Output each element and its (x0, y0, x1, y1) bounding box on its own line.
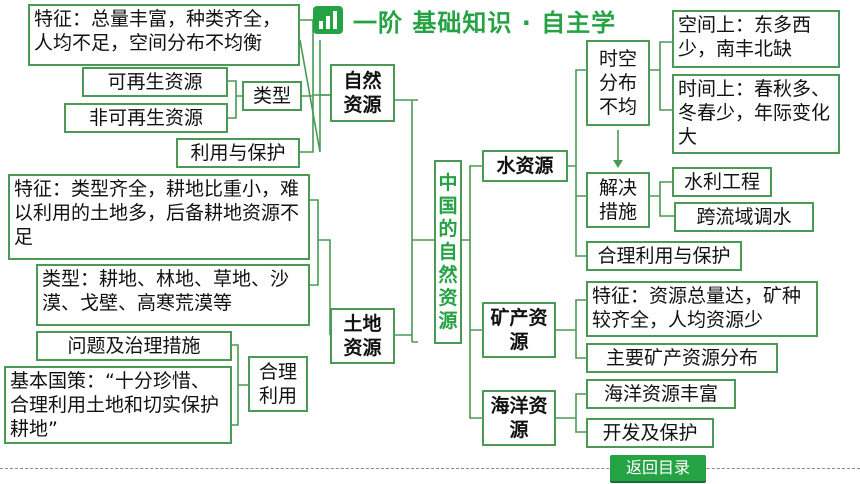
ocean-develop: 开发及保护 (586, 418, 714, 448)
mineral-distribution: 主要矿产资源分布 (586, 343, 778, 373)
wire-root-bracket (411, 99, 418, 343)
water-rational-box: 合理利用与保护 (586, 241, 742, 271)
transfer-box: 跨流域调水 (674, 202, 814, 232)
wire-solution (650, 181, 674, 217)
wire-water (568, 69, 586, 257)
land-node: 土地资源 (330, 308, 395, 364)
wire-natural (300, 19, 412, 153)
wire-type (228, 80, 313, 119)
center-char: 资 (438, 286, 458, 309)
land-policy: 基本国策：“十分珍惜、合理利用土地和切实保护耕地” (4, 366, 232, 444)
mineral-feature: 特征：资源总量达，矿种较齐全，人均资源少 (586, 281, 818, 337)
wire-land-rational (232, 344, 248, 426)
land-problems: 问题及治理措施 (36, 331, 232, 361)
water-node: 水资源 (482, 150, 568, 182)
center-char: 自 (438, 240, 458, 263)
space-box: 空间上：东多西少，南丰北缺 (672, 10, 840, 68)
nonrenewable-box: 非可再生资源 (64, 103, 228, 133)
center-char: 国 (438, 194, 458, 217)
use-protect-box: 利用与保护 (176, 138, 300, 168)
center-node: 中 国 的 自 然 资 源 (434, 160, 462, 344)
wire-mineral (556, 299, 586, 359)
ocean-rich: 海洋资源丰富 (586, 379, 736, 409)
ocean-node: 海洋资源 (482, 390, 556, 446)
rational-use-box: 合理利用 (248, 356, 308, 412)
center-char: 然 (438, 263, 458, 286)
natural-node: 自然资源 (330, 64, 395, 122)
natural-feature: 特征：总量丰富，种类齐全，人均不足，空间分布不均衡 (28, 4, 300, 66)
header: 一阶 基础知识 · 自主学 (313, 4, 617, 37)
center-char: 中 (438, 171, 458, 194)
footer-divider (0, 468, 860, 469)
renewable-box: 可再生资源 (82, 67, 228, 97)
solution-box: 解决措施 (586, 172, 650, 228)
header-title: 一阶 基础知识 · 自主学 (353, 8, 617, 37)
center-char: 源 (438, 309, 458, 332)
project-box: 水利工程 (672, 167, 772, 197)
back-to-contents-button[interactable]: 返回目录 (610, 455, 706, 481)
wire-uneven (650, 41, 672, 111)
wire-ocean (556, 393, 586, 433)
wire-land (310, 199, 412, 336)
wire-center-right (462, 165, 482, 419)
time-box: 时间上：春秋多、冬春少，年际变化大 (672, 74, 840, 154)
center-char: 的 (438, 217, 458, 240)
chart-icon (313, 6, 343, 34)
arrow-head (613, 160, 623, 168)
uneven-box: 时空分布不均 (586, 40, 650, 126)
mineral-node: 矿产资源 (482, 302, 556, 358)
land-types: 类型：耕地、林地、草地、沙漠、戈壁、高寒荒漠等 (36, 264, 310, 326)
land-feature: 特征：类型齐全，耕地比重小，难以利用的土地多，后备耕地资源不足 (8, 174, 310, 260)
footer: 返回目录 (0, 454, 860, 484)
type-box: 类型 (242, 81, 302, 111)
